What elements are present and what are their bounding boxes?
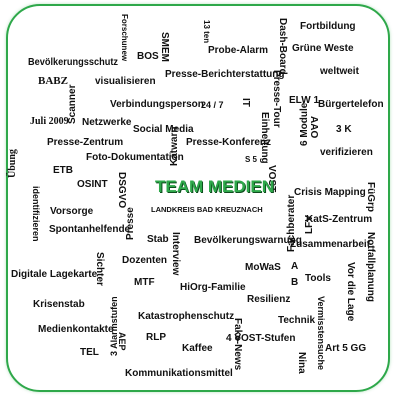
- word-dozenten: Dozenten: [122, 255, 167, 266]
- word-zusammenarbeit: Zusammenarbeit: [290, 239, 371, 250]
- word-a: A: [291, 261, 299, 272]
- word-dsgvo: DSGVO: [116, 172, 127, 209]
- word-juli-2009: Juli 2009: [30, 116, 69, 127]
- word-spontanhelfende: Spontanhelfende: [49, 224, 131, 235]
- word-nina: Nina: [296, 352, 307, 374]
- word-24-7: 24 / 7: [201, 100, 224, 110]
- word-it: IT: [240, 98, 251, 107]
- word-verifizieren: verifizieren: [320, 147, 373, 158]
- word-medienkontakte: Medienkontakte: [38, 324, 114, 335]
- word-social-media: Social Media: [133, 124, 194, 135]
- word-smem: SMEM: [159, 32, 170, 62]
- word-vermisstensuche: Vermisstensuche: [316, 296, 326, 371]
- word-presse-zentrum: Presse-Zentrum: [47, 137, 124, 148]
- word-presse-konferenz: Presse-Konferenz: [186, 137, 272, 148]
- word-kaffee: Kaffee: [182, 343, 213, 354]
- word-probe-alarm: Probe-Alarm: [208, 45, 269, 56]
- word-vor-die-lage: Vor die Lage: [345, 262, 356, 322]
- word-presse-berichterstattung: Presse-Berichterstattung: [165, 69, 285, 80]
- word-kats-zentrum: KatS-Zentrum: [306, 214, 373, 225]
- word-fortbildung: Fortbildung: [300, 21, 356, 32]
- word-krisenstab: Krisenstab: [33, 299, 85, 310]
- word-3-k: 3 K: [336, 124, 352, 135]
- word-sichter: Sichter: [94, 252, 105, 286]
- word-identifizieren: identifizieren: [31, 186, 41, 242]
- subtitle-landkreis: LANDKREIS BAD KREUZNACH: [151, 205, 263, 214]
- word-bos: BOS: [137, 51, 159, 62]
- word-scanner: Scanner: [67, 84, 78, 124]
- word-vorsorge: Vorsorge: [50, 206, 94, 217]
- word-bevoelkerungswarnung: Bevölkerungswarnung: [194, 235, 302, 246]
- word-technik: Technik: [278, 315, 316, 326]
- word-verbindungsperson: Verbindungsperson: [110, 99, 204, 110]
- word-bevoelkerungsschutz: Bevölkerungsschutz: [28, 57, 118, 68]
- word-crisis-mapping: Crisis Mapping: [294, 187, 366, 198]
- word-netzwerke: Netzwerke: [82, 117, 132, 128]
- word-forschunew: Forschunew: [120, 14, 129, 62]
- word-s-5: S 5: [245, 155, 258, 164]
- word-resilienz: Resilienz: [247, 294, 291, 305]
- word-fuegrp: FüGrp: [365, 182, 376, 212]
- word-4-vost-stufen: 4 VOST-Stufen: [226, 333, 296, 344]
- word-interview: Interview: [170, 232, 181, 276]
- word-13-ten: 13 ten: [202, 20, 211, 44]
- word-uebung: Übung: [7, 149, 18, 178]
- word-hiorg-familie: HiOrg-Familie: [180, 282, 246, 293]
- word-mtf: MTF: [134, 277, 155, 288]
- word-kommunikationsmittel: Kommunikationsmittel: [125, 368, 233, 379]
- word-aao: AAO: [308, 116, 319, 139]
- word-buergertelefon: Bürgertelefon: [318, 99, 384, 110]
- word-osint: OSINT: [77, 179, 108, 190]
- word-weltweit: weltweit: [320, 66, 359, 77]
- word-mowas: MoWaS: [245, 262, 281, 273]
- word-tel: TEL: [80, 347, 99, 358]
- word-babz: BABZ: [38, 75, 68, 87]
- word-digitale-lagekarte: Digitale Lagekarte: [11, 269, 98, 280]
- word-notfallplanung: Notfallplanung: [365, 232, 376, 302]
- rounded-frame: [6, 4, 390, 392]
- word-aep: AEP: [117, 332, 127, 351]
- word-rlp: RLP: [146, 332, 166, 343]
- word-etb: ETB: [53, 165, 73, 176]
- word-tools: Tools: [305, 273, 331, 284]
- word-art-5-gg: Art 5 GG: [325, 343, 367, 354]
- word-visualisieren: visualisieren: [95, 76, 156, 87]
- title-team-medien: TEAM MEDIEN: [155, 177, 274, 196]
- word-foto-dokumentation: Foto-Dokumentation: [86, 152, 184, 163]
- word-gruene-weste: Grüne Weste: [292, 43, 354, 54]
- word-elw-1: ELW 1: [289, 95, 320, 106]
- word-katastrophenschutz: Katastrophenschutz: [138, 311, 235, 322]
- word-stab: Stab: [147, 234, 169, 245]
- word-dash-board: Dash-Board: [277, 18, 288, 75]
- word-fake-news: Fake-News: [232, 318, 243, 371]
- word-presse-tour: Presse-Tour: [271, 70, 282, 128]
- word-b: B: [291, 277, 299, 288]
